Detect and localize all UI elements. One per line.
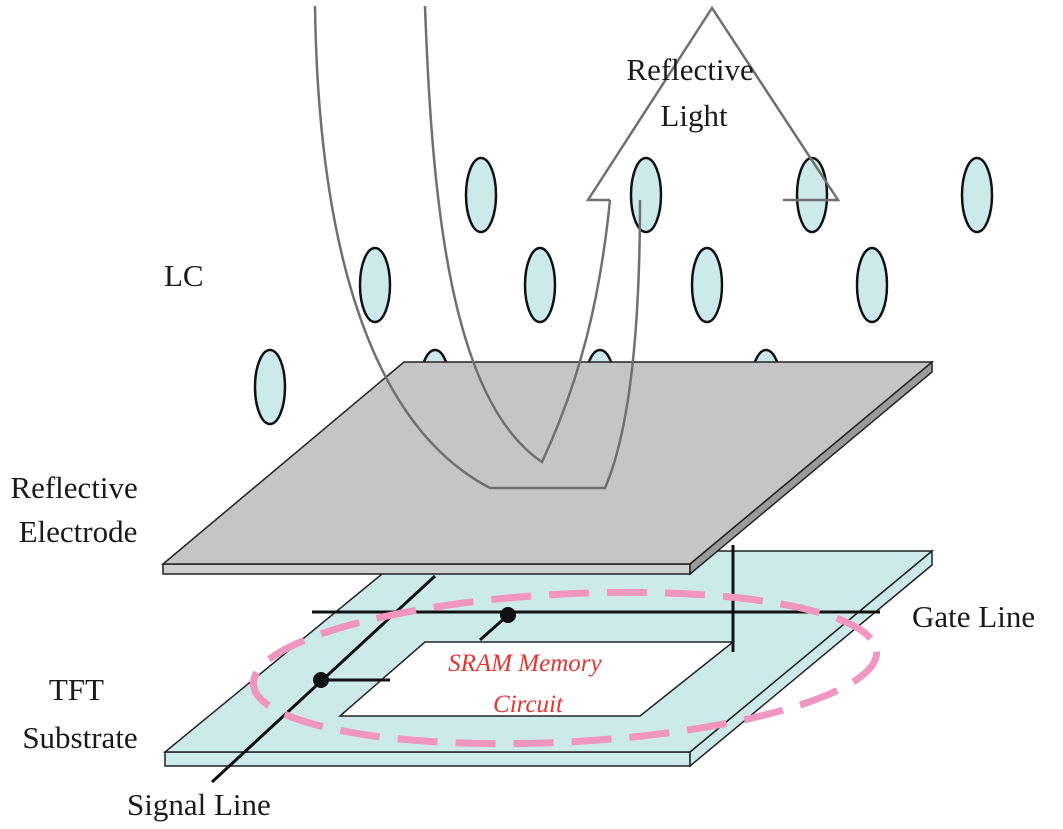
lc-molecule <box>855 246 889 324</box>
lc-molecule <box>690 246 724 324</box>
sram-circuit-outline <box>249 588 881 748</box>
lc-molecule <box>795 156 829 234</box>
transistor-node-upper <box>500 607 516 623</box>
lc-molecule <box>523 246 557 324</box>
lc-molecule <box>253 348 287 426</box>
reflective-light-label: Reflective Light <box>626 52 761 133</box>
reflective-electrode-plate <box>160 360 935 576</box>
lc-molecule <box>358 246 392 324</box>
lc-label: LC <box>164 258 204 293</box>
transistor-node-lower <box>313 672 329 688</box>
light-path <box>313 5 841 490</box>
reflective-electrode-label: Reflective Electrode <box>10 470 145 549</box>
signal-line-label: Signal Line <box>127 787 271 822</box>
lc-molecules-back-row <box>464 156 994 234</box>
sram-label: SRAM Memory Circuit <box>448 650 608 718</box>
reflected-light-arrow-icon <box>585 5 841 202</box>
lc-molecule <box>629 156 663 234</box>
lc-molecule <box>464 156 498 234</box>
incoming-light-inner <box>423 5 612 464</box>
incoming-light-outer <box>313 5 642 490</box>
gate-line-label: Gate Line <box>912 599 1035 634</box>
lc-molecule <box>960 156 994 234</box>
tft-substrate-label: TFT Substrate <box>22 672 137 755</box>
lc-molecules-middle-row <box>358 246 889 324</box>
